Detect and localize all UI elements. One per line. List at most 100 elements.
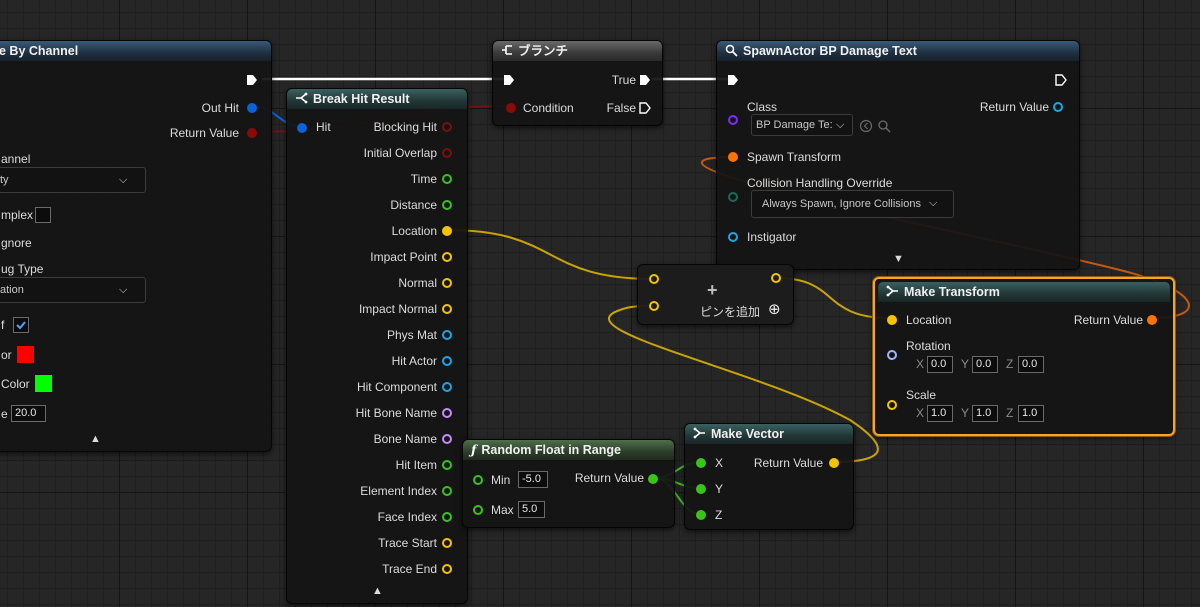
output-pin-float[interactable] <box>442 460 452 470</box>
trace-channel-label: annel <box>1 152 31 166</box>
min-pin[interactable] <box>473 475 483 485</box>
output-pin-object[interactable] <box>442 382 452 392</box>
output-pin-float[interactable] <box>442 512 452 522</box>
scale-x-axis-label: X <box>916 406 925 420</box>
make-vector-node[interactable]: Make Vector X Return Value Y Z <box>684 423 854 530</box>
output-label: Location <box>391 224 437 238</box>
collision-handling-pin[interactable] <box>728 192 738 202</box>
chevron-down-icon: ⌵ <box>119 284 128 296</box>
condition-pin[interactable] <box>506 103 516 113</box>
exec-in-pin[interactable] <box>503 74 515 86</box>
add-operator-icon: + <box>707 280 718 300</box>
branch-node-title: ブランチ <box>518 44 569 58</box>
trace-color-swatch[interactable] <box>17 346 34 363</box>
exec-out-pin[interactable] <box>246 74 258 86</box>
output-pin-vector[interactable] <box>442 226 452 236</box>
max-input[interactable]: 5.0 <box>518 501 545 518</box>
break-hit-result-node-header[interactable]: Break Hit Result <box>287 89 467 109</box>
spawn-actor-node-header[interactable]: SpawnActor BP Damage Text <box>717 41 1079 61</box>
output-pin-vector[interactable] <box>442 564 452 574</box>
collapse-icon[interactable]: ▲ <box>90 433 101 445</box>
trace-complex-checkbox[interactable] <box>35 207 51 223</box>
scale-x-input[interactable]: 1.0 <box>927 405 953 422</box>
spawn-actor-node[interactable]: SpawnActor BP Damage Text Class BP Damag… <box>716 40 1080 270</box>
return-value-bool-pin[interactable] <box>247 128 257 138</box>
make-vector-node-header[interactable]: Make Vector <box>685 424 853 444</box>
output-pin-name[interactable] <box>442 408 452 418</box>
return-value-float-pin[interactable] <box>648 474 658 484</box>
draw-debug-type-dropdown[interactable]: ation <box>0 277 146 303</box>
add-input-b-pin[interactable] <box>649 301 659 311</box>
branch-node[interactable]: ブランチ True Condition False <box>492 40 663 126</box>
make-transform-node-header[interactable]: Make Transform <box>878 282 1170 302</box>
draw-time-input[interactable]: 20.0 <box>11 405 46 422</box>
return-value-object-pin[interactable] <box>1053 102 1063 112</box>
y-pin[interactable] <box>696 484 706 494</box>
exec-out-pin[interactable] <box>1055 74 1067 86</box>
x-label: X <box>715 456 724 470</box>
collapse-icon[interactable]: ▲ <box>372 585 383 597</box>
output-pin-float[interactable] <box>442 174 452 184</box>
output-pin-vector[interactable] <box>442 278 452 288</box>
out-hit-pin[interactable] <box>247 103 257 113</box>
x-pin[interactable] <box>696 458 706 468</box>
output-pin-name[interactable] <box>442 434 452 444</box>
hit-input-pin[interactable] <box>297 123 307 133</box>
scale-z-input[interactable]: 1.0 <box>1018 405 1044 422</box>
exec-in-pin[interactable] <box>727 74 739 86</box>
exec-false-pin[interactable] <box>639 102 651 114</box>
exec-true-pin[interactable] <box>639 74 651 86</box>
ignore-self-checkbox[interactable] <box>13 317 29 333</box>
rotation-pin[interactable] <box>887 350 897 360</box>
class-dropdown[interactable]: BP Damage Te: <box>751 114 853 136</box>
output-label: Phys Mat <box>386 328 437 342</box>
min-input[interactable]: -5.0 <box>518 471 548 488</box>
scale-y-input[interactable]: 1.0 <box>972 405 998 422</box>
branch-node-header[interactable]: ブランチ <box>493 41 662 61</box>
line-trace-node-header[interactable]: e By Channel <box>0 41 271 61</box>
trace-hit-color-swatch[interactable] <box>35 375 52 392</box>
output-pin-object[interactable] <box>442 330 452 340</box>
add-input-a-pin[interactable] <box>649 274 659 284</box>
random-float-node-title: Random Float in Range <box>481 443 621 457</box>
instigator-pin[interactable] <box>728 232 738 242</box>
rotation-y-input[interactable]: 0.0 <box>972 356 998 373</box>
output-pin-object[interactable] <box>442 356 452 366</box>
return-value-vector-pin[interactable] <box>829 458 839 468</box>
rotation-x-input[interactable]: 0.0 <box>927 356 953 373</box>
output-pin-vector[interactable] <box>442 538 452 548</box>
collision-handling-dropdown[interactable]: Always Spawn, Ignore Collisions <box>751 190 954 218</box>
output-label: Hit Component <box>356 380 437 394</box>
output-pin-bool[interactable] <box>442 122 452 132</box>
max-pin[interactable] <box>473 505 483 515</box>
scale-pin[interactable] <box>887 400 897 410</box>
output-label: Trace End <box>382 562 437 576</box>
spawn-transform-pin[interactable] <box>728 152 738 162</box>
make-transform-node[interactable]: Make Transform Location Return Value Rot… <box>873 277 1175 436</box>
trace-channel-dropdown[interactable]: ty <box>0 167 146 193</box>
line-trace-by-channel-node[interactable]: e By Channel Out Hit Return Value annel … <box>0 40 272 452</box>
browse-asset-search-icon[interactable] <box>877 119 891 133</box>
class-pin[interactable] <box>728 115 738 125</box>
z-pin[interactable] <box>696 510 706 520</box>
add-output-pin[interactable] <box>771 273 781 283</box>
use-selected-asset-icon[interactable] <box>859 119 873 133</box>
output-pin-float[interactable] <box>442 200 452 210</box>
output-pin-vector[interactable] <box>442 304 452 314</box>
location-pin[interactable] <box>887 315 897 325</box>
add-pin-icon[interactable]: ⊕ <box>768 301 781 318</box>
output-pin-bool[interactable] <box>442 148 452 158</box>
output-pin-float[interactable] <box>442 486 452 496</box>
return-value-transform-pin[interactable] <box>1147 315 1157 325</box>
chevron-down-icon: ⌵ <box>119 174 128 186</box>
add-pin-label[interactable]: ピンを追加 <box>700 305 761 319</box>
output-label: Blocking Hit <box>373 120 437 134</box>
scale-y-axis-label: Y <box>961 406 970 420</box>
output-pin-vector[interactable] <box>442 252 452 262</box>
expand-advanced-icon[interactable]: ▼ <box>893 253 904 265</box>
rotation-z-input[interactable]: 0.0 <box>1018 356 1044 373</box>
add-node[interactable]: + ピンを追加 ⊕ <box>637 264 794 325</box>
